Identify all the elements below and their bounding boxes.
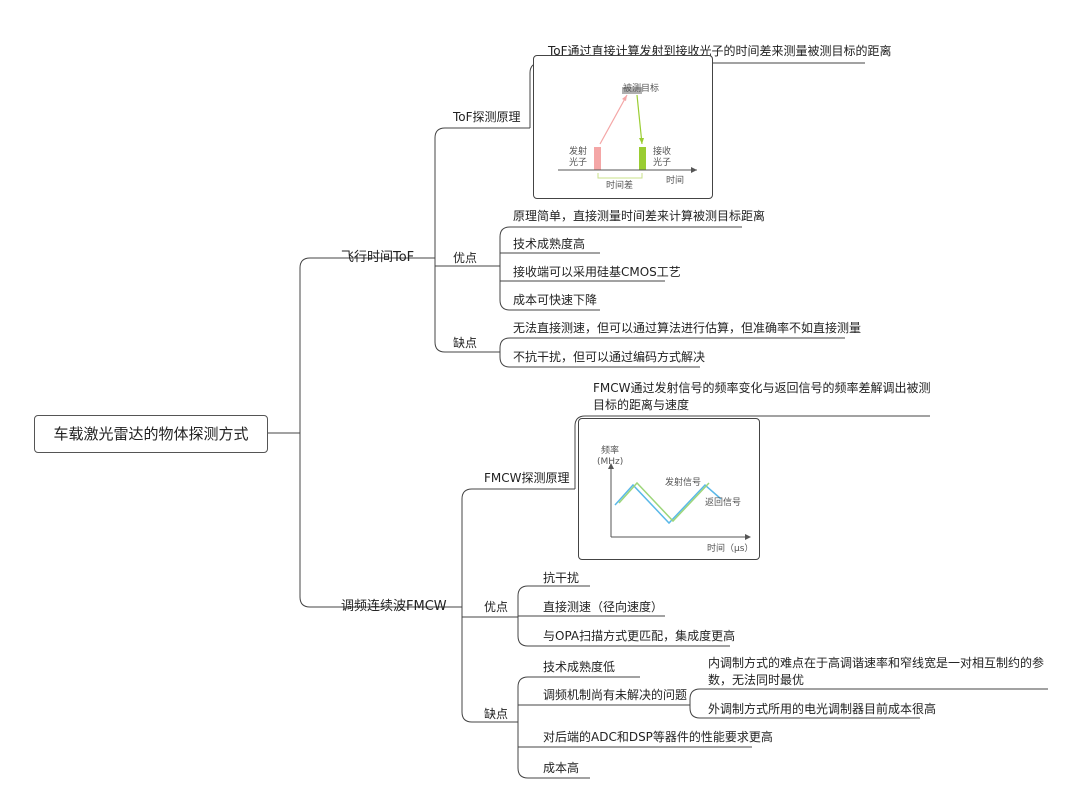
fmcw-pro-3[interactable]: 与OPA扫描方式更匹配，集成度更高 [543, 629, 736, 643]
y-label-1: 频率 [601, 446, 620, 456]
fmcw-pros-node[interactable]: 优点 [484, 600, 509, 614]
target-block [622, 87, 642, 94]
emit-bar [594, 147, 601, 170]
y-label-2: (MHz) [597, 457, 624, 467]
tof-pros-node[interactable]: 优点 [453, 251, 478, 265]
tof-con-1[interactable]: 无法直接测速，但可以通过算法进行估算，但准确率不如直接测量 [513, 321, 862, 335]
tof-pro-3[interactable]: 接收端可以采用硅基CMOS工艺 [513, 265, 681, 279]
emit-label-1: 发射 [569, 147, 588, 157]
tof-cons-node[interactable]: 缺点 [453, 336, 478, 350]
fmcw-principle-desc: FMCW通过发射信号的频率变化与返回信号的频率差解调出被测目标的距离与速度 [593, 381, 931, 412]
tx-label: 发射信号 [665, 478, 702, 488]
fmcw-node[interactable]: 调频连续波FMCW [341, 599, 447, 614]
fmcw-cons-node[interactable]: 缺点 [484, 707, 509, 721]
tof-pro-4[interactable]: 成本可快速下降 [513, 293, 598, 307]
time-diff-label: 时间差 [606, 181, 634, 191]
root-node[interactable]: 车载激光雷达的物体探测方式 [34, 415, 268, 453]
x-label: 时间（μs） [707, 544, 754, 554]
fmcw-principle-node[interactable]: FMCW探测原理 [484, 471, 570, 485]
tof-figure-drawing [558, 87, 697, 179]
fmcw-con-1[interactable]: 技术成熟度低 [543, 660, 616, 674]
tof-principle-desc: ToF通过直接计算发射到接收光子的时间差来测量被测目标的距离 [548, 44, 892, 58]
recv-bar [639, 147, 646, 170]
fmcw-con-4[interactable]: 成本高 [543, 761, 580, 775]
tof-principle-node[interactable]: ToF探测原理 [453, 110, 521, 124]
fmcw-con-2-sub-1[interactable]: 内调制方式的难点在于高调谐速率和窄线宽是一对相互制约的参数，无法同时最优 [708, 656, 1045, 687]
tof-pro-2[interactable]: 技术成熟度高 [513, 237, 586, 251]
emit-label-2: 光子 [569, 158, 588, 168]
tx-line [618, 481, 710, 523]
rx-line [614, 483, 722, 525]
fmcw-con-3[interactable]: 对后端的ADC和DSP等器件的性能要求更高 [543, 730, 773, 744]
tof-pro-1[interactable]: 原理简单，直接测量时间差来计算被测目标距离 [513, 209, 766, 223]
tof-con-2[interactable]: 不抗干扰，但可以通过编码方式解决 [513, 350, 706, 364]
fmcw-con-2[interactable]: 调频机制尚有未解决的问题 [543, 688, 688, 702]
fmcw-pro-1[interactable]: 抗干扰 [543, 571, 580, 585]
fmcw-figure: 频率 (MHz) 发射信号 返回信号 时间（μs） [578, 418, 760, 560]
time-axis-label: 时间 [666, 176, 685, 186]
rx-label: 返回信号 [705, 498, 742, 508]
tof-figure: 被测目标 发射 光子 接收 光子 时间差 时间 [533, 55, 713, 199]
fmcw-con-2-sub-2[interactable]: 外调制方式所用的电光调制器目前成本很高 [708, 702, 937, 716]
fmcw-pro-2[interactable]: 直接测速（径向速度） [543, 600, 664, 614]
recv-label-2: 光子 [653, 158, 672, 168]
target-label: 被测目标 [623, 84, 660, 94]
tof-node[interactable]: 飞行时间ToF [341, 250, 415, 265]
recv-label-1: 接收 [653, 147, 672, 157]
fmcw-figure-drawing [608, 463, 751, 540]
